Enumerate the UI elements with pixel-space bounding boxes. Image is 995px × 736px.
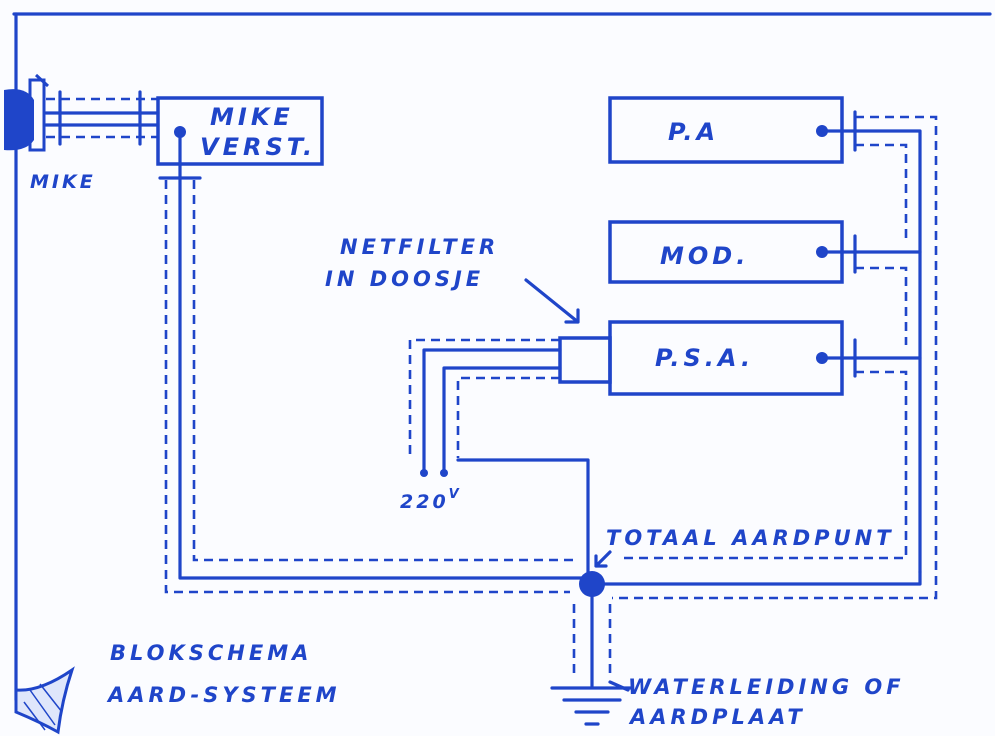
mains-shield-inner	[456, 376, 560, 458]
netfilter-label-2: IN DOOSJE	[325, 267, 484, 291]
mains-wire-1	[422, 348, 562, 472]
mike-amp-ground-shield-outer	[164, 180, 570, 594]
mike-amplifier-label-2: VERST.	[200, 133, 316, 161]
pa-label: P.A	[668, 118, 719, 146]
psa-label: P.S.A.	[655, 344, 754, 372]
mike-label: MIKE	[30, 171, 96, 193]
total-ground-point	[579, 571, 605, 597]
total-ground-arrow	[594, 550, 612, 568]
diagram-title-1: BLOKSCHEMA	[110, 641, 312, 665]
mains-terminal-2	[440, 469, 448, 477]
right-bus-shield-inner	[620, 143, 908, 560]
page-curl-icon	[14, 666, 75, 735]
water-pipe-arrow	[608, 680, 630, 692]
netfilter-label-1: NETFILTER	[340, 235, 499, 259]
earth-shield	[572, 604, 612, 676]
mains-voltage-label: 220V	[400, 487, 462, 513]
mains-terminal-1	[420, 469, 428, 477]
netfilter-arrow	[524, 278, 580, 324]
mike-amp-ground-wire	[178, 130, 590, 580]
pa-block	[608, 96, 844, 164]
total-ground-label: TOTAAL AARDPUNT	[606, 526, 895, 550]
mike-amplifier-label-1: MIKE	[210, 103, 294, 131]
mains-wire-2	[442, 366, 562, 472]
mike-amp-ground-shield-inner	[192, 180, 575, 562]
netfilter-ground-wire	[456, 458, 590, 580]
mains-shield-outer	[408, 338, 560, 458]
netfilter-box	[558, 336, 612, 384]
microphone-icon	[4, 73, 50, 152]
water-pipe-label-2: AARDPLAAT	[628, 705, 806, 729]
right-bus-to-ground	[602, 570, 922, 586]
diagram-title-2: AARD-SYSTEEM	[106, 683, 341, 707]
mod-label: MOD.	[660, 242, 749, 270]
right-bus-shield-outer	[612, 115, 938, 600]
earth-ground-icon	[550, 686, 634, 726]
mike-amplifier-block	[156, 96, 324, 166]
water-pipe-label-1: WATERLEIDING OF	[628, 675, 905, 699]
